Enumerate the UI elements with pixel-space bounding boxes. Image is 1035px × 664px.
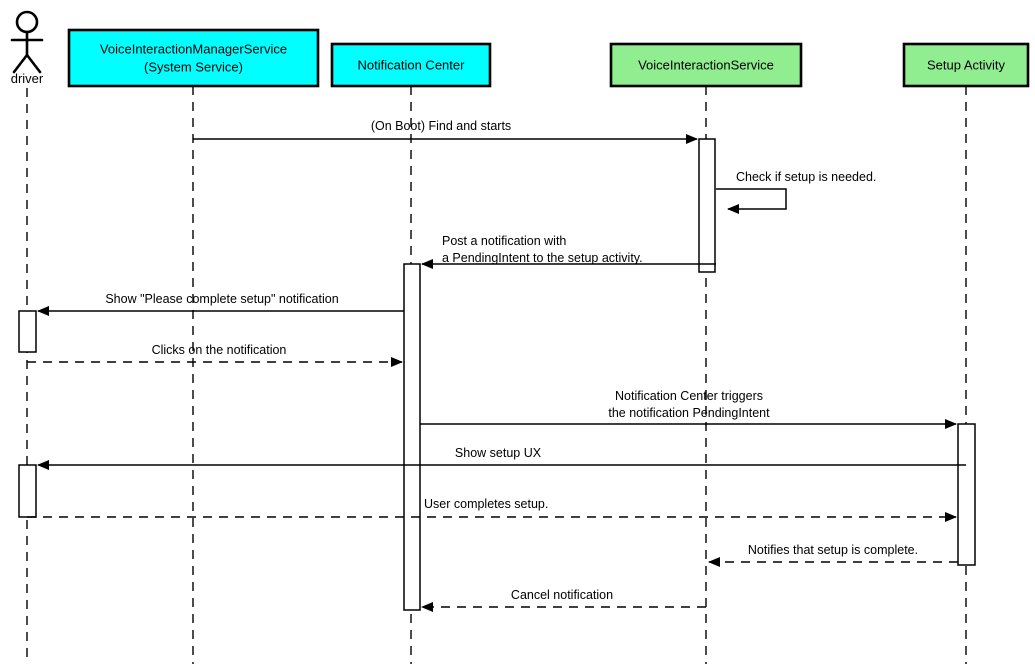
message-label: Cancel notification [511,588,613,602]
participant-label-line1: VoiceInteractionManagerService [100,41,287,56]
message-label: Notifies that setup is complete. [748,543,918,557]
actor-leg-right [25,53,42,74]
participant-notification_center[interactable]: Notification Center [330,42,492,88]
activation-bar-notification_center [403,263,421,611]
participant-label-line2: (System Service) [144,59,243,74]
message-label: the notification PendingIntent [608,406,770,420]
msg-cancel-notification[interactable]: Cancel notification [421,588,706,612]
message-label: a PendingIntent to the setup activity. [442,251,643,265]
participant-vims[interactable]: VoiceInteractionManagerService (System Se… [67,28,320,88]
participant-box[interactable] [67,28,320,88]
actor-label: driver [11,71,44,86]
message-arrow [716,188,787,214]
msg-check-if-setup-is-needed[interactable]: Check if setup is needed. [716,170,876,214]
activation-bar-vis [698,138,716,273]
message-label: Notification Center triggers [615,389,763,403]
message-label: Show setup UX [455,446,542,460]
participant-box[interactable] [902,42,1030,88]
participants-layer: driver VoiceInteractionManagerService (Sys… [10,10,1030,88]
msg-notifies-that-setup-is-complete[interactable]: Notifies that setup is complete. [708,543,958,567]
msg-notification-center-triggers-pendingintent[interactable]: Notification Center triggers the notifica… [420,389,957,429]
activations-layer [18,138,976,611]
activation-bar-driver [18,464,37,518]
msg-post-a-notification[interactable]: Post a notification with a PendingIntent … [421,234,716,269]
msg-on-boot-find-and-starts[interactable]: (On Boot) Find and starts [193,119,698,144]
actor-leg-left [12,53,29,74]
activation-bar-driver [18,310,37,353]
message-label: Check if setup is needed. [736,170,876,184]
message-label: (On Boot) Find and starts [371,119,511,133]
participant-label: Notification Center [358,57,466,72]
participant-box[interactable] [609,42,803,88]
message-label: User completes setup. [424,497,548,511]
actor-head [15,10,39,34]
msg-clicks-on-the-notification[interactable]: Clicks on the notification [27,343,403,367]
message-label: Show "Please complete setup" notificatio… [105,292,338,306]
message-label: Clicks on the notification [152,343,287,357]
participant-label: VoiceInteractionService [638,57,774,72]
activation-bar-setup_activity [957,423,976,566]
msg-show-setup-ux[interactable]: Show setup UX [37,446,966,470]
participant-vis[interactable]: VoiceInteractionService [609,42,803,88]
msg-show-please-complete-setup-notification[interactable]: Show "Please complete setup" notificatio… [37,292,404,316]
participant-box[interactable] [330,42,492,88]
message-label: Post a notification with [442,234,566,248]
participant-setup_activity[interactable]: Setup Activity [902,42,1030,88]
actor-driver[interactable]: driver [10,10,44,86]
participant-label: Setup Activity [927,57,1006,72]
msg-user-completes-setup[interactable]: User completes setup. [27,497,957,522]
